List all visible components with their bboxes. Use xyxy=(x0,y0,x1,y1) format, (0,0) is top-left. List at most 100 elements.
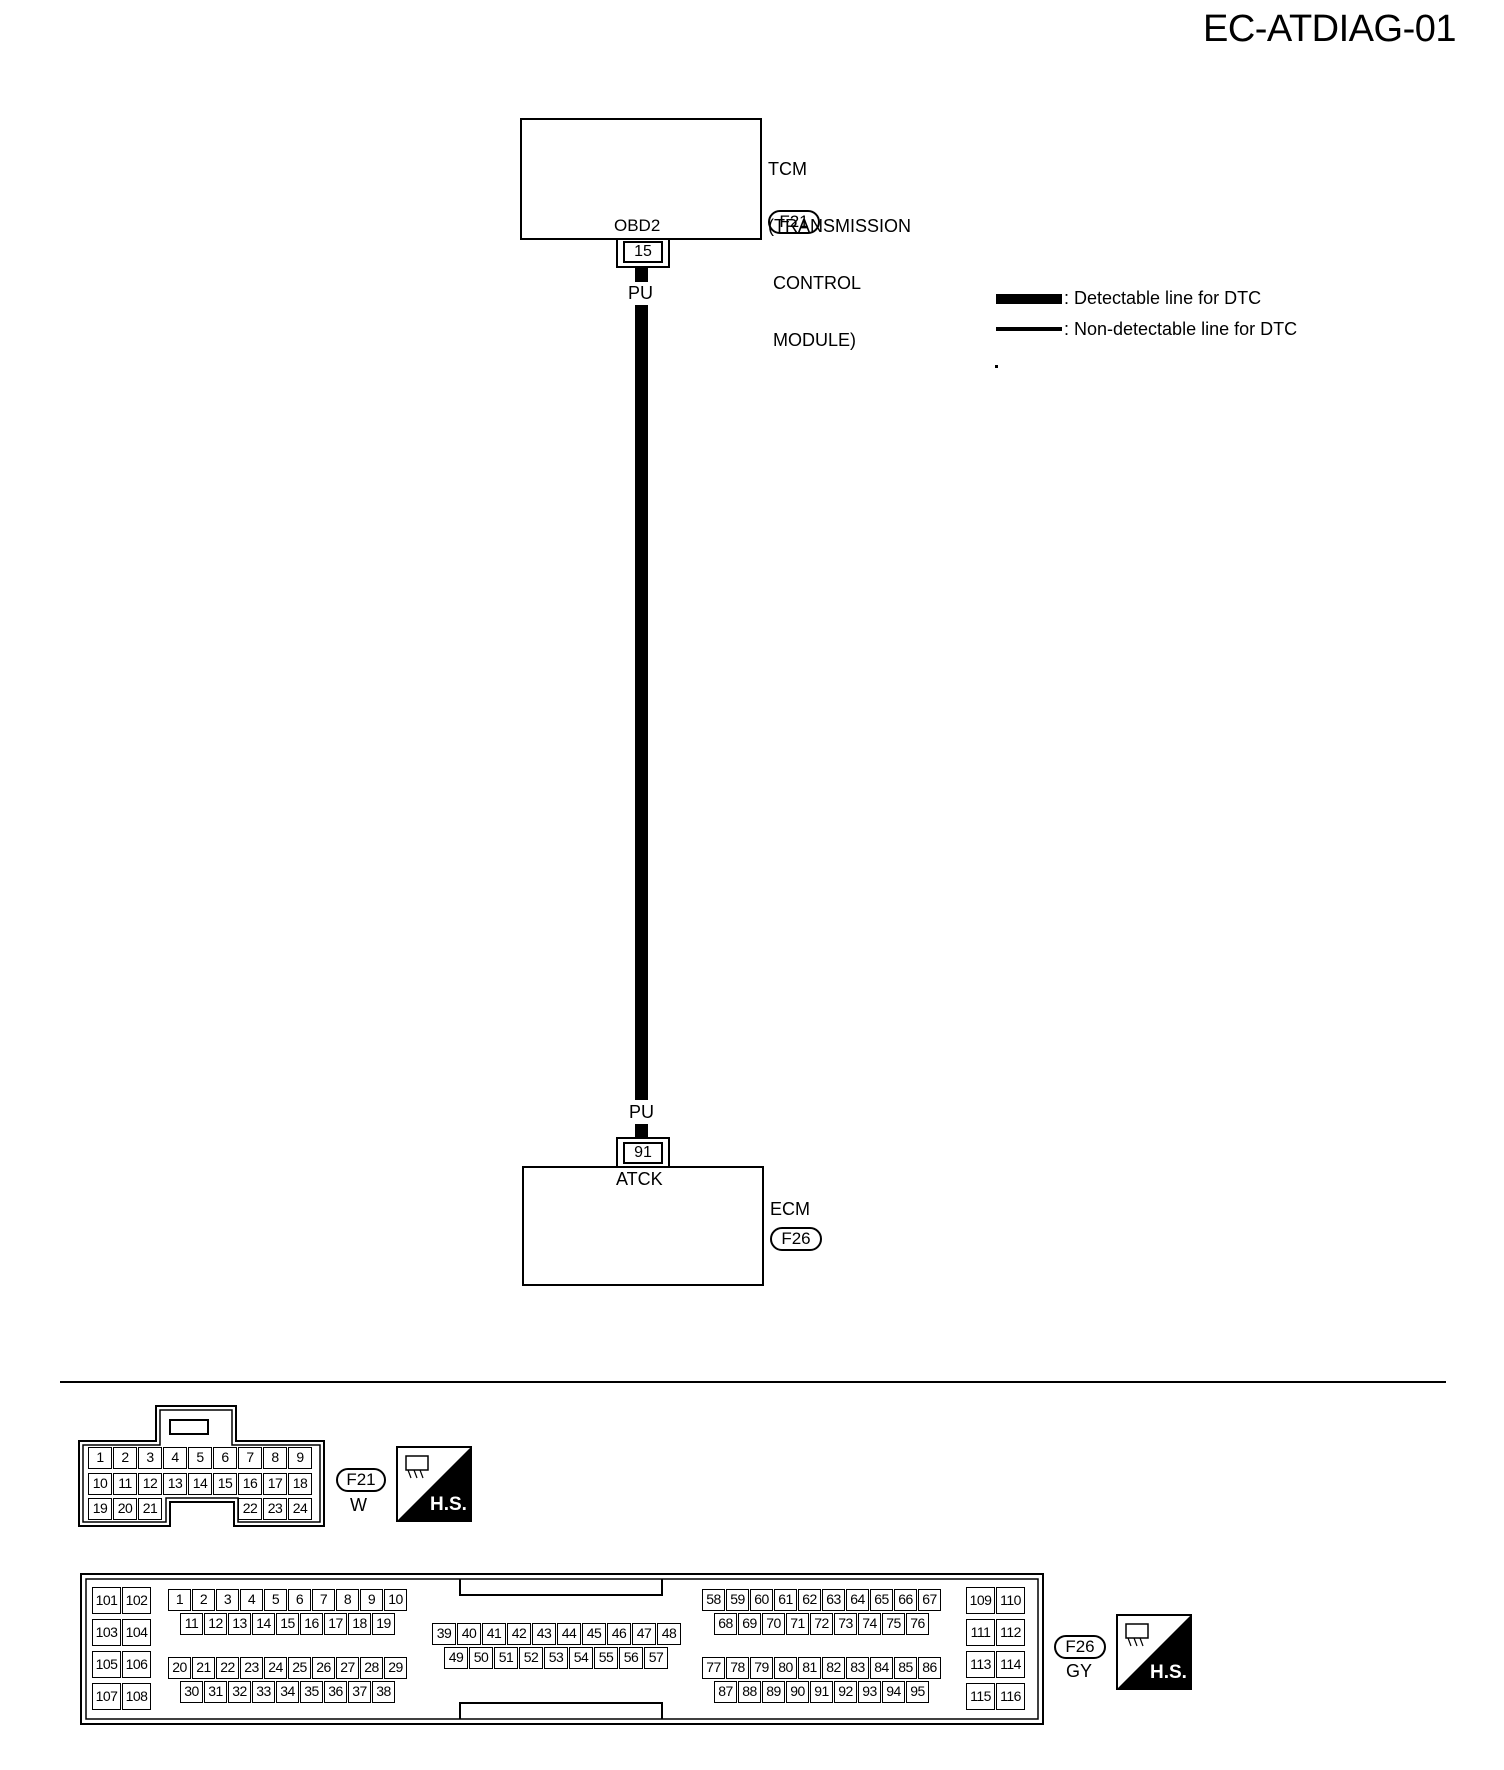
f26-cavity-56: 56 xyxy=(619,1647,643,1669)
f26-cavity-39: 39 xyxy=(432,1623,456,1645)
f26-cavity-27: 27 xyxy=(336,1657,359,1679)
f26-cavity-11: 11 xyxy=(180,1613,203,1635)
f21-cavity-4: 4 xyxy=(163,1447,187,1469)
f21-cavity-14: 14 xyxy=(188,1473,212,1495)
f26-cavity-44: 44 xyxy=(557,1623,581,1645)
f26-cavity-36: 36 xyxy=(324,1681,347,1703)
f26-cavity-19: 19 xyxy=(372,1613,395,1635)
f21-cavity-21: 21 xyxy=(138,1498,162,1520)
f21-cavity-15: 15 xyxy=(213,1473,237,1495)
f26-cavity-67: 67 xyxy=(918,1589,941,1611)
ecm-module-box xyxy=(522,1166,764,1286)
f26-cavity-110: 110 xyxy=(996,1587,1025,1614)
f26-cavity-14: 14 xyxy=(252,1613,275,1635)
f26-cavity-24: 24 xyxy=(264,1657,287,1679)
ecm-wire-color-label: PU xyxy=(629,1102,655,1122)
f26-cavity-12: 12 xyxy=(204,1613,227,1635)
f21-cavity-13: 13 xyxy=(163,1473,187,1495)
f21-cavity-7: 7 xyxy=(238,1447,262,1469)
f26-cavity-70: 70 xyxy=(762,1613,785,1635)
f26-cavity-4: 4 xyxy=(240,1589,263,1611)
f26-cavity-50: 50 xyxy=(469,1647,493,1669)
f26-cavity-116: 116 xyxy=(996,1683,1025,1710)
tcm-terminal-15: 15 xyxy=(623,241,663,263)
f26-cavity-93: 93 xyxy=(858,1681,881,1703)
f26-cavity-8: 8 xyxy=(336,1589,359,1611)
ecm-terminal-stub xyxy=(635,1124,648,1137)
f26-cavity-53: 53 xyxy=(544,1647,568,1669)
f26-cavity-73: 73 xyxy=(834,1613,857,1635)
f26-cavity-32: 32 xyxy=(228,1681,251,1703)
f26-cavity-108: 108 xyxy=(122,1683,151,1710)
f26-cavity-18: 18 xyxy=(348,1613,371,1635)
f26-cavity-63: 63 xyxy=(822,1589,845,1611)
f26-cavity-83: 83 xyxy=(846,1657,869,1679)
f26-cavity-3: 3 xyxy=(216,1589,239,1611)
f21-hs-label: H.S. xyxy=(430,1494,467,1515)
f26-cavity-60: 60 xyxy=(750,1589,773,1611)
f26-cavity-41: 41 xyxy=(482,1623,506,1645)
f26-cavity-31: 31 xyxy=(204,1681,227,1703)
f26-cavity-95: 95 xyxy=(906,1681,929,1703)
f26-cavity-61: 61 xyxy=(774,1589,797,1611)
f26-cavity-45: 45 xyxy=(582,1623,606,1645)
connector-f26-outline xyxy=(80,1573,1044,1725)
f26-cavity-92: 92 xyxy=(834,1681,857,1703)
legend-non-detectable-swatch xyxy=(996,327,1062,331)
f26-cavity-94: 94 xyxy=(882,1681,905,1703)
f21-cavity-23: 23 xyxy=(263,1498,287,1520)
f21-cavity-5: 5 xyxy=(188,1447,212,1469)
f26-cavity-25: 25 xyxy=(288,1657,311,1679)
f26-cavity-33: 33 xyxy=(252,1681,275,1703)
legend-detectable-text: : Detectable line for DTC xyxy=(1064,288,1262,308)
f26-cavity-91: 91 xyxy=(810,1681,833,1703)
legend-non-detectable-text: : Non-detectable line for DTC xyxy=(1064,319,1298,339)
f21-cavity-10: 10 xyxy=(88,1473,112,1495)
f26-cavity-102: 102 xyxy=(122,1587,151,1614)
ecm-terminal-housing xyxy=(616,1137,670,1167)
f21-cavity-22: 22 xyxy=(238,1498,262,1520)
f26-hs-label: H.S. xyxy=(1150,1662,1187,1683)
f26-cavity-79: 79 xyxy=(750,1657,773,1679)
f26-cavity-86: 86 xyxy=(918,1657,941,1679)
tcm-terminal-housing xyxy=(616,238,670,268)
f26-cavity-22: 22 xyxy=(216,1657,239,1679)
tcm-terminal-stub xyxy=(635,268,648,282)
f26-cavity-78: 78 xyxy=(726,1657,749,1679)
f21-cavity-6: 6 xyxy=(213,1447,237,1469)
f21-cavity-16: 16 xyxy=(238,1473,262,1495)
tcm-terminal-name: OBD2 xyxy=(614,216,661,235)
f26-cavity-28: 28 xyxy=(360,1657,383,1679)
f26-cavity-85: 85 xyxy=(894,1657,917,1679)
f26-cavity-54: 54 xyxy=(569,1647,593,1669)
f26-cavity-71: 71 xyxy=(786,1613,809,1635)
page-title: EC-ATDIAG-01 xyxy=(1202,8,1457,50)
f26-cavity-59: 59 xyxy=(726,1589,749,1611)
f26-cavity-76: 76 xyxy=(906,1613,929,1635)
tcm-connector-id-badge: F21 xyxy=(768,210,820,234)
f26-cavity-58: 58 xyxy=(702,1589,725,1611)
f26-cavity-37: 37 xyxy=(348,1681,371,1703)
f26-connector-id-badge: F26 xyxy=(1054,1635,1106,1659)
f26-cavity-16: 16 xyxy=(300,1613,323,1635)
hs-diagonal-icon xyxy=(1118,1616,1190,1688)
f21-cavity-17: 17 xyxy=(263,1473,287,1495)
f26-cavity-105: 105 xyxy=(92,1651,121,1678)
f26-cavity-29: 29 xyxy=(384,1657,407,1679)
f26-cavity-112: 112 xyxy=(996,1619,1025,1646)
f26-cavity-23: 23 xyxy=(240,1657,263,1679)
f26-cavity-10: 10 xyxy=(384,1589,407,1611)
f26-cavity-26: 26 xyxy=(312,1657,335,1679)
f21-cavity-24: 24 xyxy=(288,1498,312,1520)
f26-cavity-55: 55 xyxy=(594,1647,618,1669)
f26-cavity-89: 89 xyxy=(762,1681,785,1703)
f26-cavity-5: 5 xyxy=(264,1589,287,1611)
f26-cavity-48: 48 xyxy=(657,1623,681,1645)
tcm-label-line: (TRANSMISSION xyxy=(768,216,912,236)
f21-cavity-9: 9 xyxy=(288,1447,312,1469)
f26-cavity-9: 9 xyxy=(360,1589,383,1611)
f26-cavity-109: 109 xyxy=(966,1587,995,1614)
f26-cavity-69: 69 xyxy=(738,1613,761,1635)
f26-cavity-88: 88 xyxy=(738,1681,761,1703)
